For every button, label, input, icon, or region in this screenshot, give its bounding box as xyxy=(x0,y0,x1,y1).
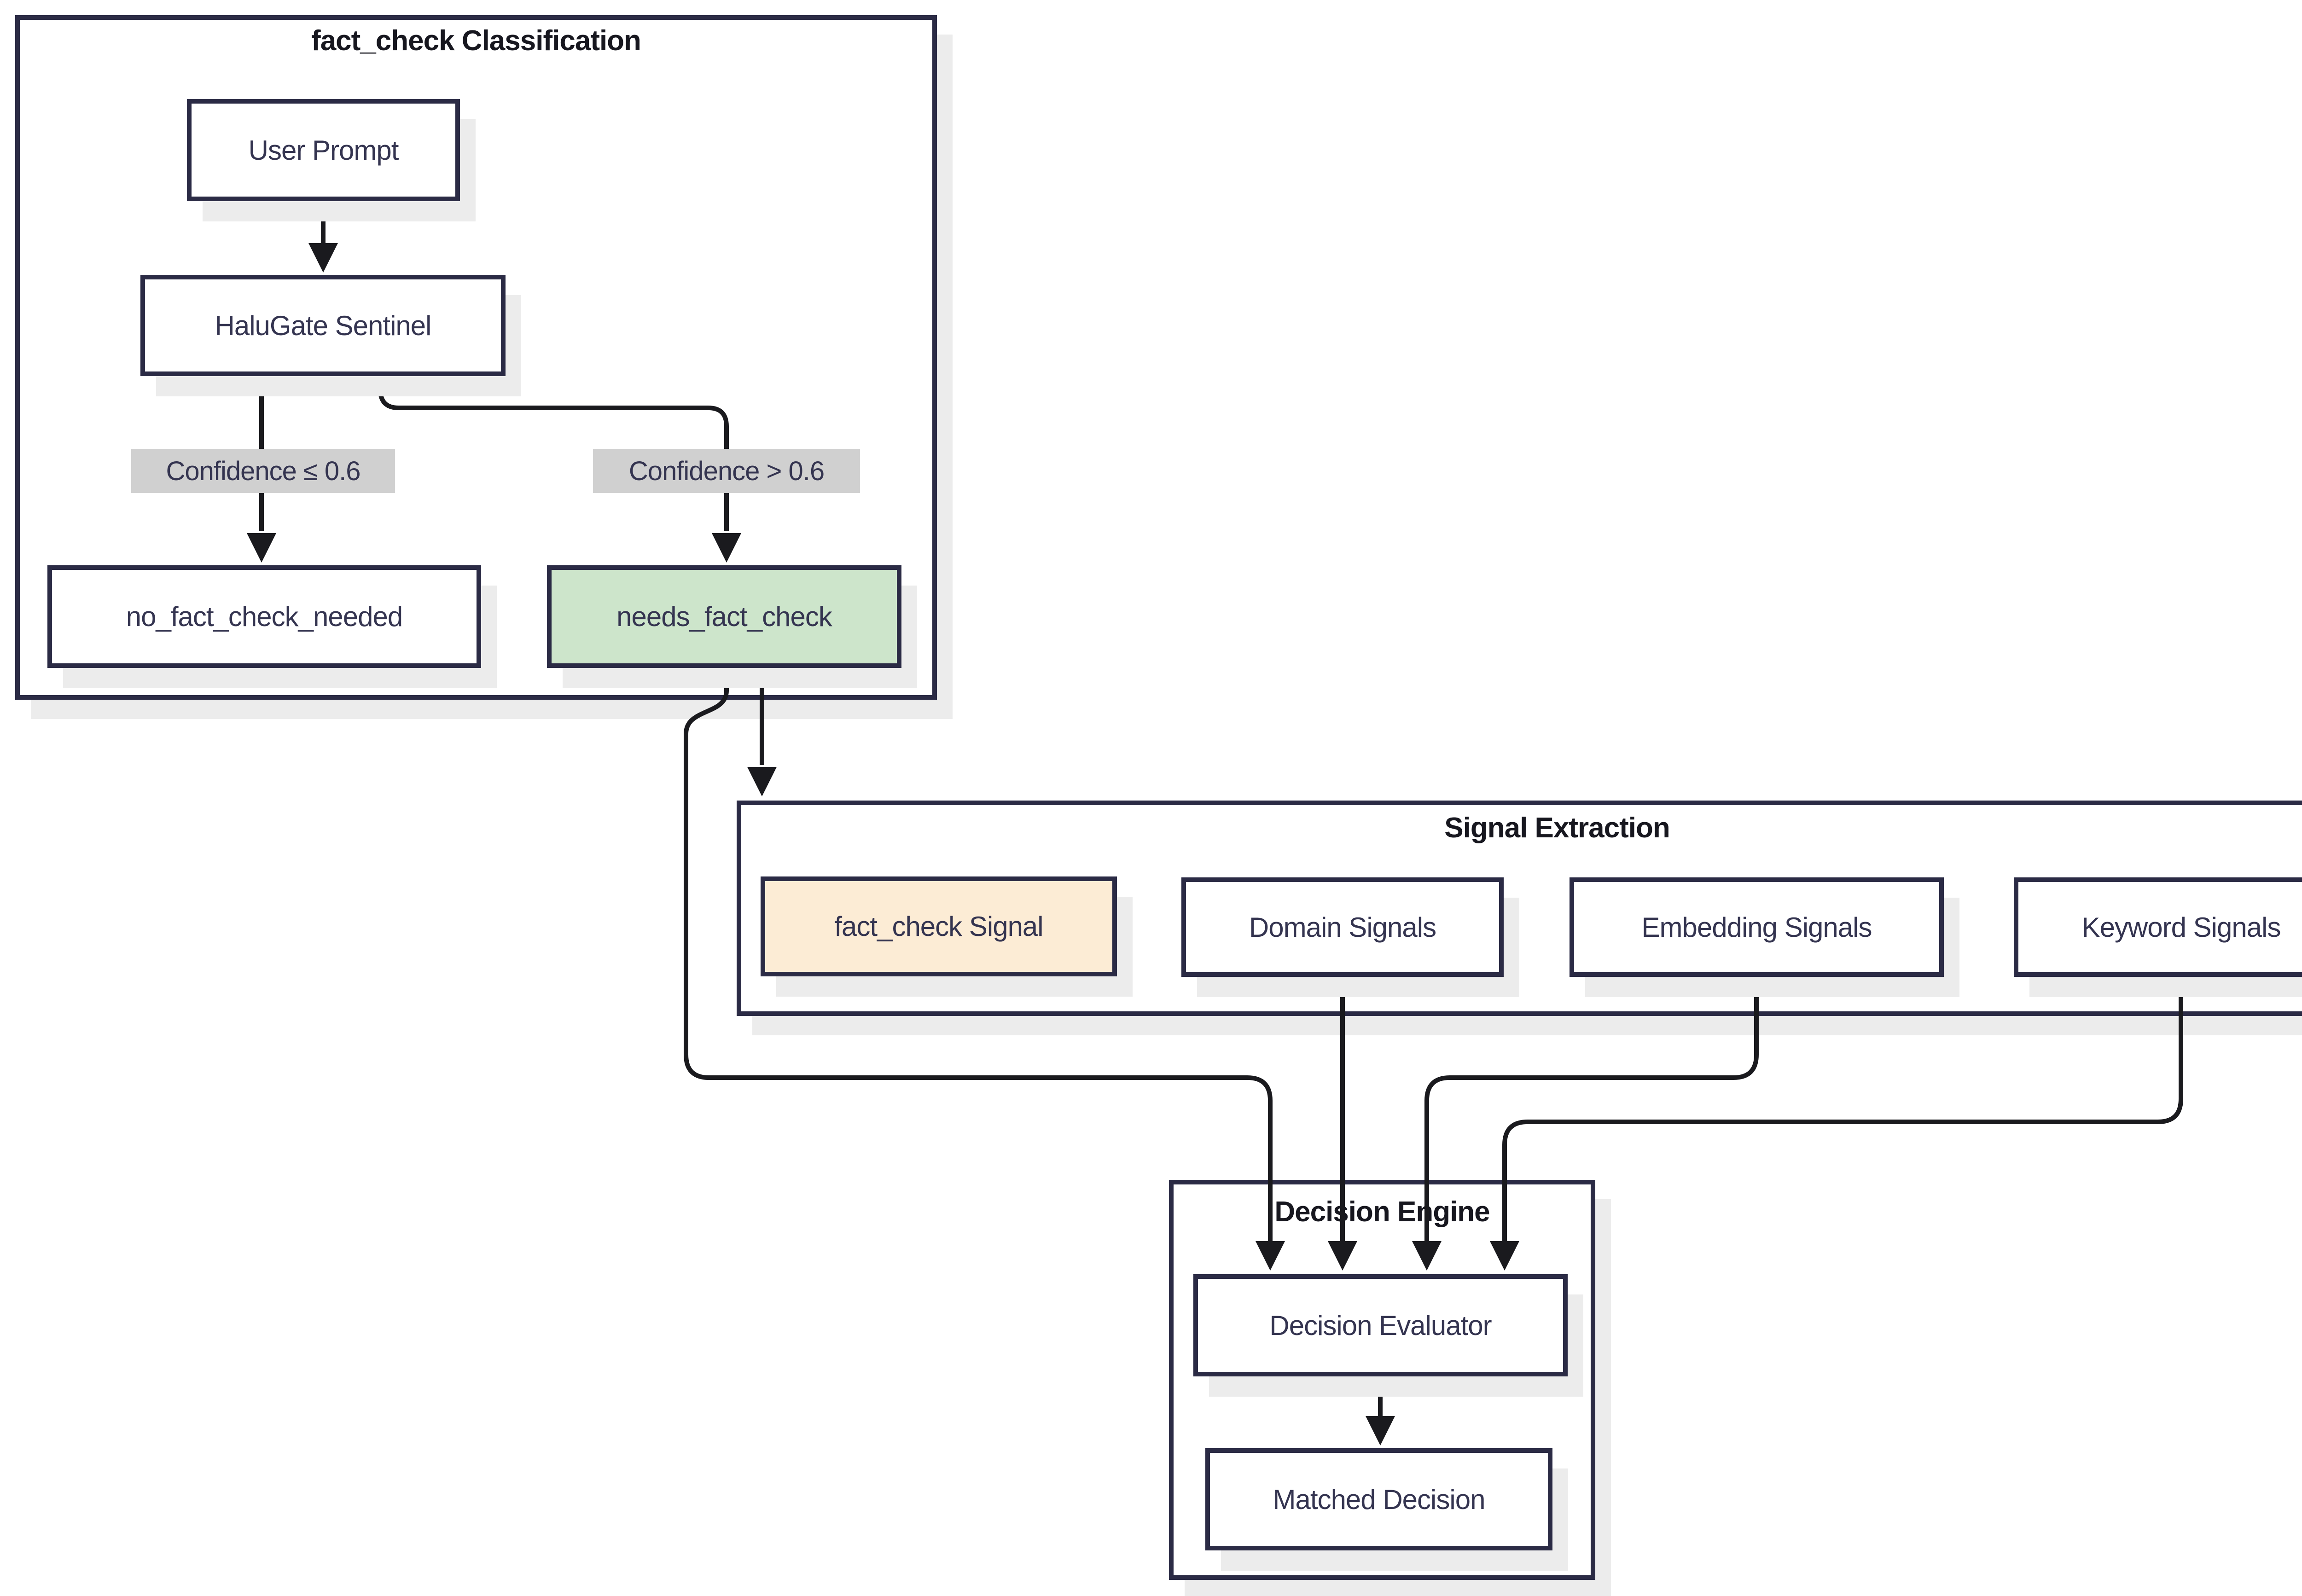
node-label: needs_fact_check xyxy=(616,601,832,632)
node-label: Embedding Signals xyxy=(1641,911,1872,943)
arrowhead-icon xyxy=(747,767,777,796)
edge-label-text: Confidence ≤ 0.6 xyxy=(166,456,360,486)
edge-keyword-signals-to-decision-evaluator xyxy=(1502,977,2183,1241)
node-needs-fact-check: needs_fact_check xyxy=(547,565,901,668)
node-label: Domain Signals xyxy=(1249,911,1436,943)
node-embedding-signals: Embedding Signals xyxy=(1570,877,1944,977)
node-keyword-signals: Keyword Signals xyxy=(2014,877,2302,977)
cluster-signal-extraction xyxy=(737,801,2302,1016)
node-no-fact-check-needed: no_fact_check_needed xyxy=(47,565,481,668)
node-fact-check-signal: fact_check Signal xyxy=(761,876,1117,976)
arrowhead-icon xyxy=(1256,1241,1285,1271)
edge-needs-fact-check-to-decision-evaluator xyxy=(684,668,1273,1241)
node-decision-evaluator: Decision Evaluator xyxy=(1193,1274,1568,1376)
arrowhead-icon xyxy=(712,533,741,563)
node-label: no_fact_check_needed xyxy=(126,601,403,632)
edge-label-confidence-gt: Confidence > 0.6 xyxy=(593,449,860,493)
edge-halugate-to-needs-fact-check xyxy=(378,376,729,531)
node-label: User Prompt xyxy=(248,134,399,166)
node-label: fact_check Signal xyxy=(834,911,1043,942)
cluster-fact-check-classification xyxy=(15,15,937,700)
node-label: Decision Evaluator xyxy=(1269,1310,1492,1341)
edge-label-text: Confidence > 0.6 xyxy=(628,456,825,486)
arrowhead-icon xyxy=(308,243,338,273)
arrowhead-icon xyxy=(1490,1241,1519,1271)
edge-label-confidence-le: Confidence ≤ 0.6 xyxy=(131,449,395,493)
arrowhead-icon xyxy=(1328,1241,1357,1271)
node-halugate-sentinel: HaluGate Sentinel xyxy=(140,275,506,376)
cluster-decision-engine xyxy=(1169,1180,1595,1580)
node-domain-signals: Domain Signals xyxy=(1181,877,1504,977)
arrowhead-icon xyxy=(1366,1416,1395,1445)
arrowhead-icon xyxy=(247,533,276,563)
node-user-prompt: User Prompt xyxy=(187,99,460,201)
edge-embedding-signals-to-decision-evaluator xyxy=(1424,977,1759,1241)
node-label: Matched Decision xyxy=(1273,1484,1486,1515)
arrowhead-icon xyxy=(1412,1241,1442,1271)
node-label: HaluGate Sentinel xyxy=(215,310,432,341)
node-label: Keyword Signals xyxy=(2081,911,2281,943)
node-matched-decision: Matched Decision xyxy=(1205,1448,1552,1550)
